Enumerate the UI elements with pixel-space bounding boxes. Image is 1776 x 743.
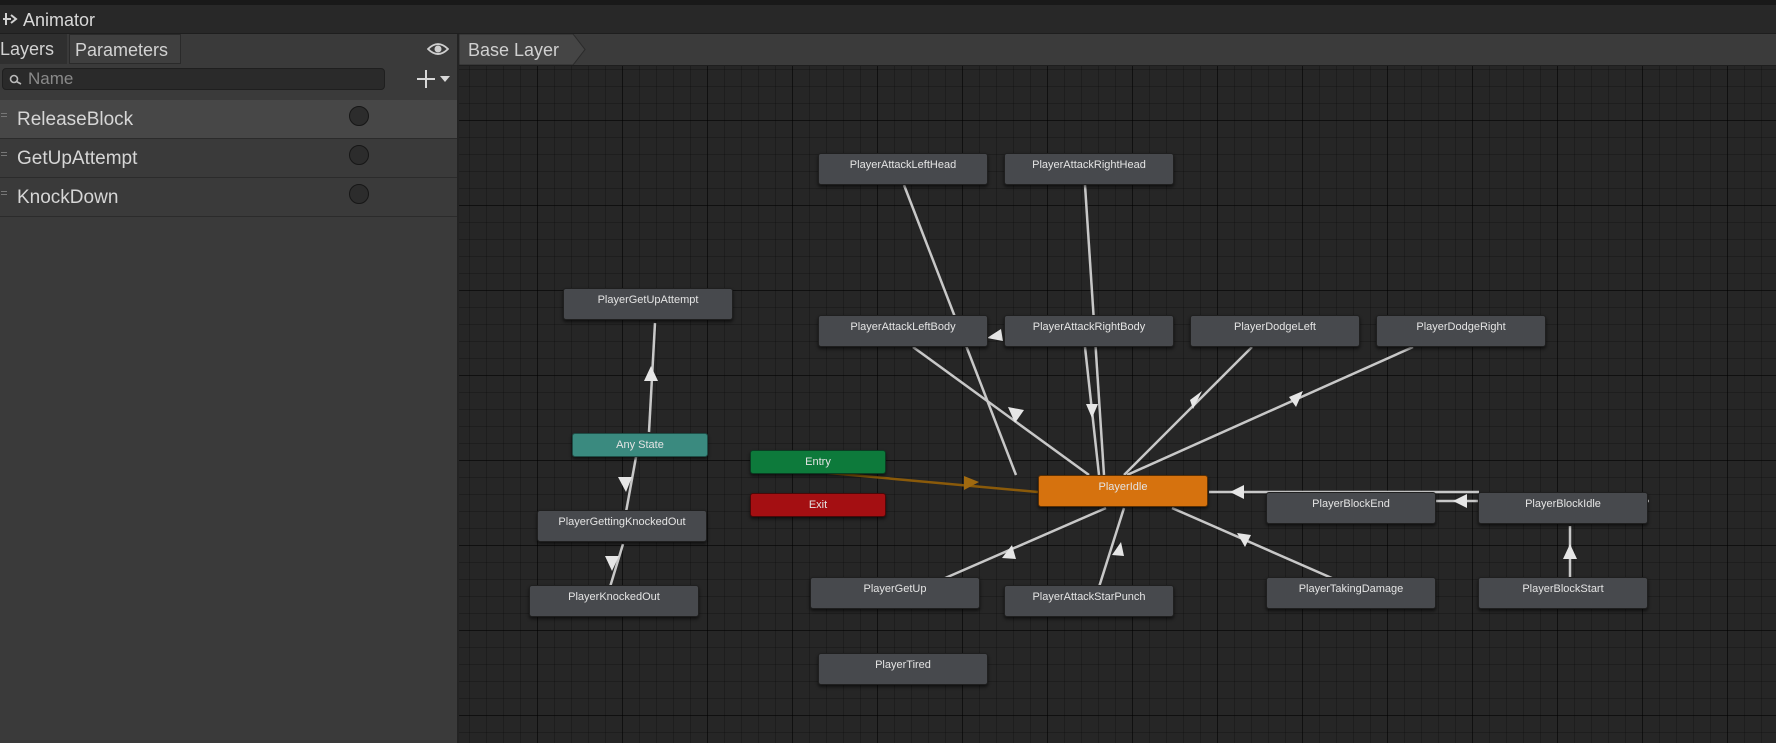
state-player-attack-star-punch[interactable]: PlayerAttackStarPunch — [1004, 585, 1174, 617]
transition-line — [1126, 345, 1414, 477]
state-player-getting-knocked-out[interactable]: PlayerGettingKnockedOut — [537, 510, 707, 542]
transition-arrow — [605, 556, 619, 571]
state-player-attack-left-head[interactable]: PlayerAttackLeftHead — [818, 153, 988, 185]
tab-layers[interactable]: Layers — [0, 34, 67, 64]
search-icon — [9, 73, 23, 91]
left-panel: Layers Parameters — [0, 34, 457, 743]
panel-tabs: Layers Parameters — [0, 34, 457, 64]
state-player-get-up[interactable]: PlayerGetUp — [810, 577, 980, 609]
transition-edges — [605, 184, 1649, 601]
parameter-row[interactable]: GetUpAttempt — [0, 139, 457, 178]
add-parameter-button[interactable] — [411, 67, 455, 91]
eye-icon[interactable] — [426, 41, 450, 62]
entry-transition-line — [817, 470, 1039, 494]
state-player-block-idle[interactable]: PlayerBlockIdle — [1478, 492, 1648, 524]
transition-line — [1171, 506, 1335, 581]
state-player-attack-left-body[interactable]: PlayerAttackLeftBody — [818, 315, 988, 347]
tab-layers-label: Layers — [0, 39, 55, 59]
trigger-toggle[interactable] — [349, 106, 369, 126]
state-player-attack-right-body[interactable]: PlayerAttackRightBody — [1004, 315, 1174, 347]
transition-line — [942, 506, 1107, 581]
state-player-dodge-left[interactable]: PlayerDodgeLeft — [1190, 315, 1360, 347]
state-player-block-start[interactable]: PlayerBlockStart — [1478, 577, 1648, 609]
parameter-name[interactable]: ReleaseBlock — [17, 109, 134, 130]
transition-arrow — [1237, 533, 1251, 547]
transition-line — [1097, 507, 1126, 588]
state-player-dodge-right[interactable]: PlayerDodgeRight — [1376, 315, 1546, 347]
panel-splitter[interactable] — [457, 34, 459, 743]
tab-parameters-label: Parameters — [75, 40, 169, 60]
transition-arrow — [1289, 391, 1303, 407]
transition-arrow — [1230, 485, 1244, 499]
parameter-name[interactable]: GetUpAttempt — [17, 148, 138, 169]
search-input[interactable] — [28, 69, 378, 89]
transition-arrow — [644, 366, 658, 381]
state-any-state[interactable]: Any State — [572, 433, 708, 457]
breadcrumb-label: Base Layer — [468, 40, 560, 60]
parameter-row[interactable]: ReleaseBlock — [0, 100, 457, 139]
transition-arrow — [987, 329, 1003, 341]
transition-arrow — [1112, 542, 1124, 556]
state-player-attack-right-head[interactable]: PlayerAttackRightHead — [1004, 153, 1174, 185]
transition-arrow — [1563, 544, 1577, 559]
search-box — [2, 68, 385, 90]
breadcrumb: Base Layer — [459, 34, 1776, 66]
transition-arrow — [1190, 391, 1202, 409]
transition-line — [608, 543, 625, 588]
transition-arrow — [618, 477, 632, 492]
window-top-strip — [0, 0, 1776, 5]
trigger-toggle[interactable] — [349, 184, 369, 204]
trigger-toggle[interactable] — [349, 145, 369, 165]
state-exit[interactable]: Exit — [750, 493, 886, 517]
transition-arrow — [1008, 407, 1024, 423]
tab-parameters[interactable]: Parameters — [69, 34, 181, 64]
entry-transition-arrow — [964, 476, 979, 490]
parameter-row[interactable]: KnockDown — [0, 178, 457, 217]
state-player-tired[interactable]: PlayerTired — [818, 653, 988, 685]
transition-arrow — [1453, 494, 1467, 508]
drag-handle-icon[interactable] — [1, 113, 7, 120]
state-player-get-up-attempt[interactable]: PlayerGetUpAttempt — [563, 288, 733, 320]
state-player-block-end[interactable]: PlayerBlockEnd — [1266, 492, 1436, 524]
drag-handle-icon[interactable] — [1, 191, 7, 198]
transition-line — [1123, 346, 1253, 476]
breadcrumb-base-layer[interactable]: Base Layer — [459, 34, 587, 65]
state-entry[interactable]: Entry — [750, 450, 886, 474]
transition-arrow — [1002, 545, 1016, 559]
state-player-idle[interactable]: PlayerIdle — [1038, 475, 1208, 507]
drag-handle-icon[interactable] — [1, 152, 7, 159]
animator-icon — [2, 11, 18, 32]
parameter-list: ReleaseBlock GetUpAttempt KnockDown — [0, 100, 457, 217]
state-player-taking-damage[interactable]: PlayerTakingDamage — [1266, 577, 1436, 609]
transition-line — [912, 345, 1090, 477]
parameter-name[interactable]: KnockDown — [17, 187, 119, 208]
window-title: Animator — [23, 10, 96, 30]
state-machine-graph[interactable]: Base Layer — [459, 34, 1776, 743]
search-row — [0, 68, 457, 94]
state-player-knocked-out[interactable]: PlayerKnockedOut — [529, 585, 699, 617]
transition-arrow — [1086, 404, 1098, 418]
window-titlebar: Animator — [0, 5, 1776, 34]
